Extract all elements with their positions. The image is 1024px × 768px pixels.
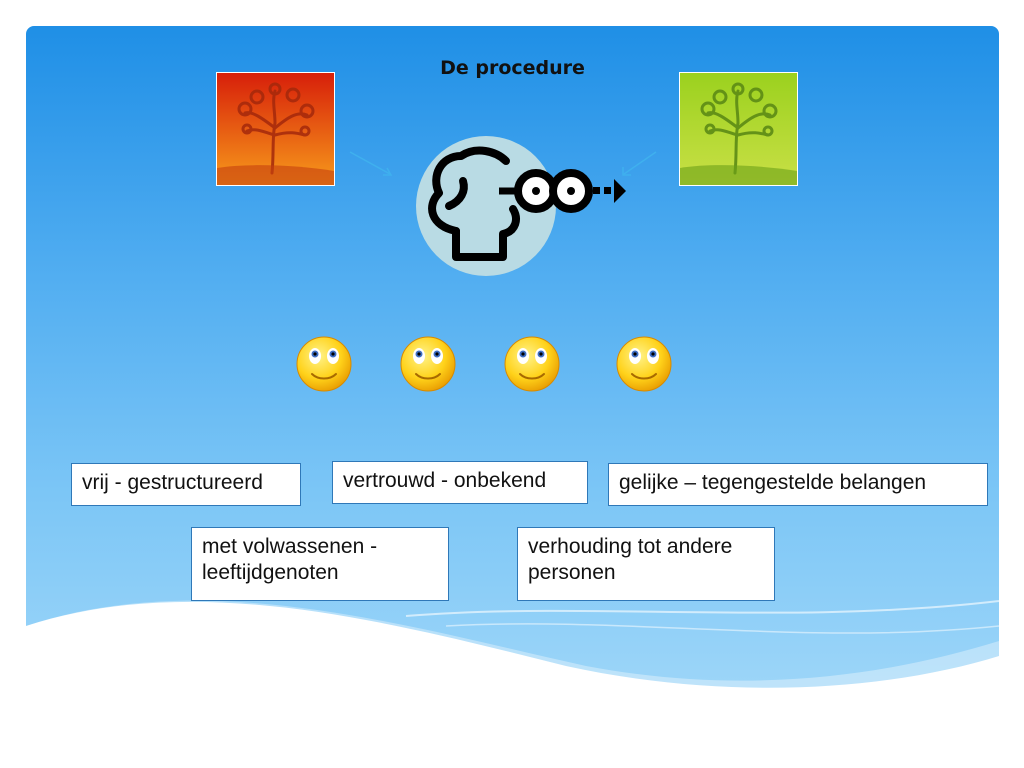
smiley-face-icon [296, 336, 352, 392]
label-verhouding-tot-andere-personen: verhouding tot andere personen [517, 527, 775, 601]
label-gelijke-tegengestelde-belangen: gelijke – tegengestelde belangen [608, 463, 988, 506]
arrow-left-to-center [349, 151, 393, 176]
tree-red-icon [216, 72, 335, 186]
tree-green-icon [679, 72, 798, 186]
smiley-face-icon [504, 336, 560, 392]
smiley-face-icon [400, 336, 456, 392]
arrow-right-to-center [622, 151, 657, 176]
slide-title: De procedure [440, 57, 585, 79]
label-met-volwassenen-leeftijdgenoten: met volwassenen - leeftijdgenoten [191, 527, 449, 601]
bottom-wave-decoration [26, 600, 999, 746]
label-vrij-gestructureerd: vrij - gestructureerd [71, 463, 301, 506]
smiley-face-icon [616, 336, 672, 392]
label-vertrouwd-onbekend: vertrouwd - onbekend [332, 461, 588, 504]
slide: De procedure [26, 26, 999, 746]
person-with-glasses-icon [416, 136, 626, 276]
